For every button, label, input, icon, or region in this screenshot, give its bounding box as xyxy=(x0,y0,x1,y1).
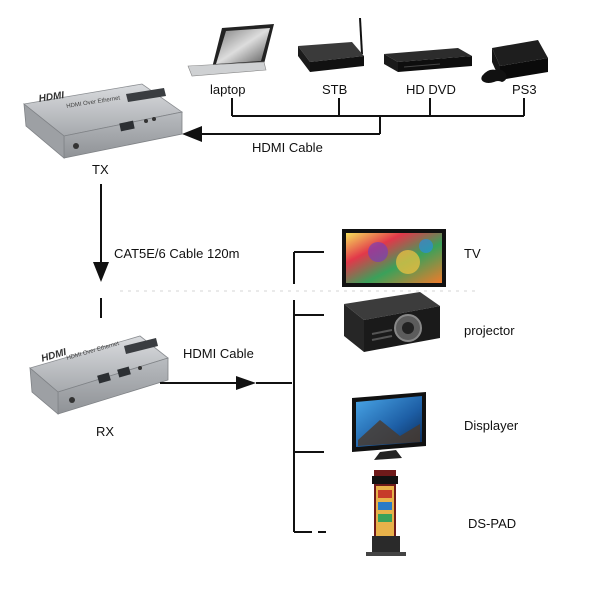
projector-label: projector xyxy=(464,323,515,338)
trunk-arrowhead xyxy=(93,262,109,282)
ds-pad-device xyxy=(366,470,406,556)
rx-label: RX xyxy=(96,424,115,439)
ps3-label: PS3 xyxy=(512,82,537,97)
input-arrowhead xyxy=(182,126,202,142)
tv-device xyxy=(342,229,446,287)
tx-unit xyxy=(23,83,183,159)
hd-dvd-device xyxy=(384,48,472,72)
tv-label: TV xyxy=(464,246,481,261)
stb-label: STB xyxy=(322,82,348,97)
rx-unit xyxy=(29,335,169,415)
laptop-label: laptop xyxy=(210,82,246,97)
stb-device xyxy=(298,17,364,72)
output-line xyxy=(160,376,292,390)
laptop-device xyxy=(187,24,274,77)
displayer-label: Displayer xyxy=(464,418,519,433)
trunk-cable-label: CAT5E/6 Cable 120m xyxy=(114,246,240,261)
input-cable-label: HDMI Cable xyxy=(252,140,323,155)
displayer-device xyxy=(352,392,426,460)
projector-device xyxy=(344,292,440,352)
ds-pad-label: DS-PAD xyxy=(468,516,517,531)
tx-label: TX xyxy=(92,162,109,177)
source-bus xyxy=(200,98,525,135)
hd-dvd-label: HD DVD xyxy=(406,82,456,97)
output-cable-label: HDMI Cable xyxy=(183,346,254,361)
output-arrowhead xyxy=(236,376,256,390)
trunk-line xyxy=(93,184,109,318)
distribution-bus xyxy=(293,251,326,533)
ps3-device xyxy=(481,40,548,83)
